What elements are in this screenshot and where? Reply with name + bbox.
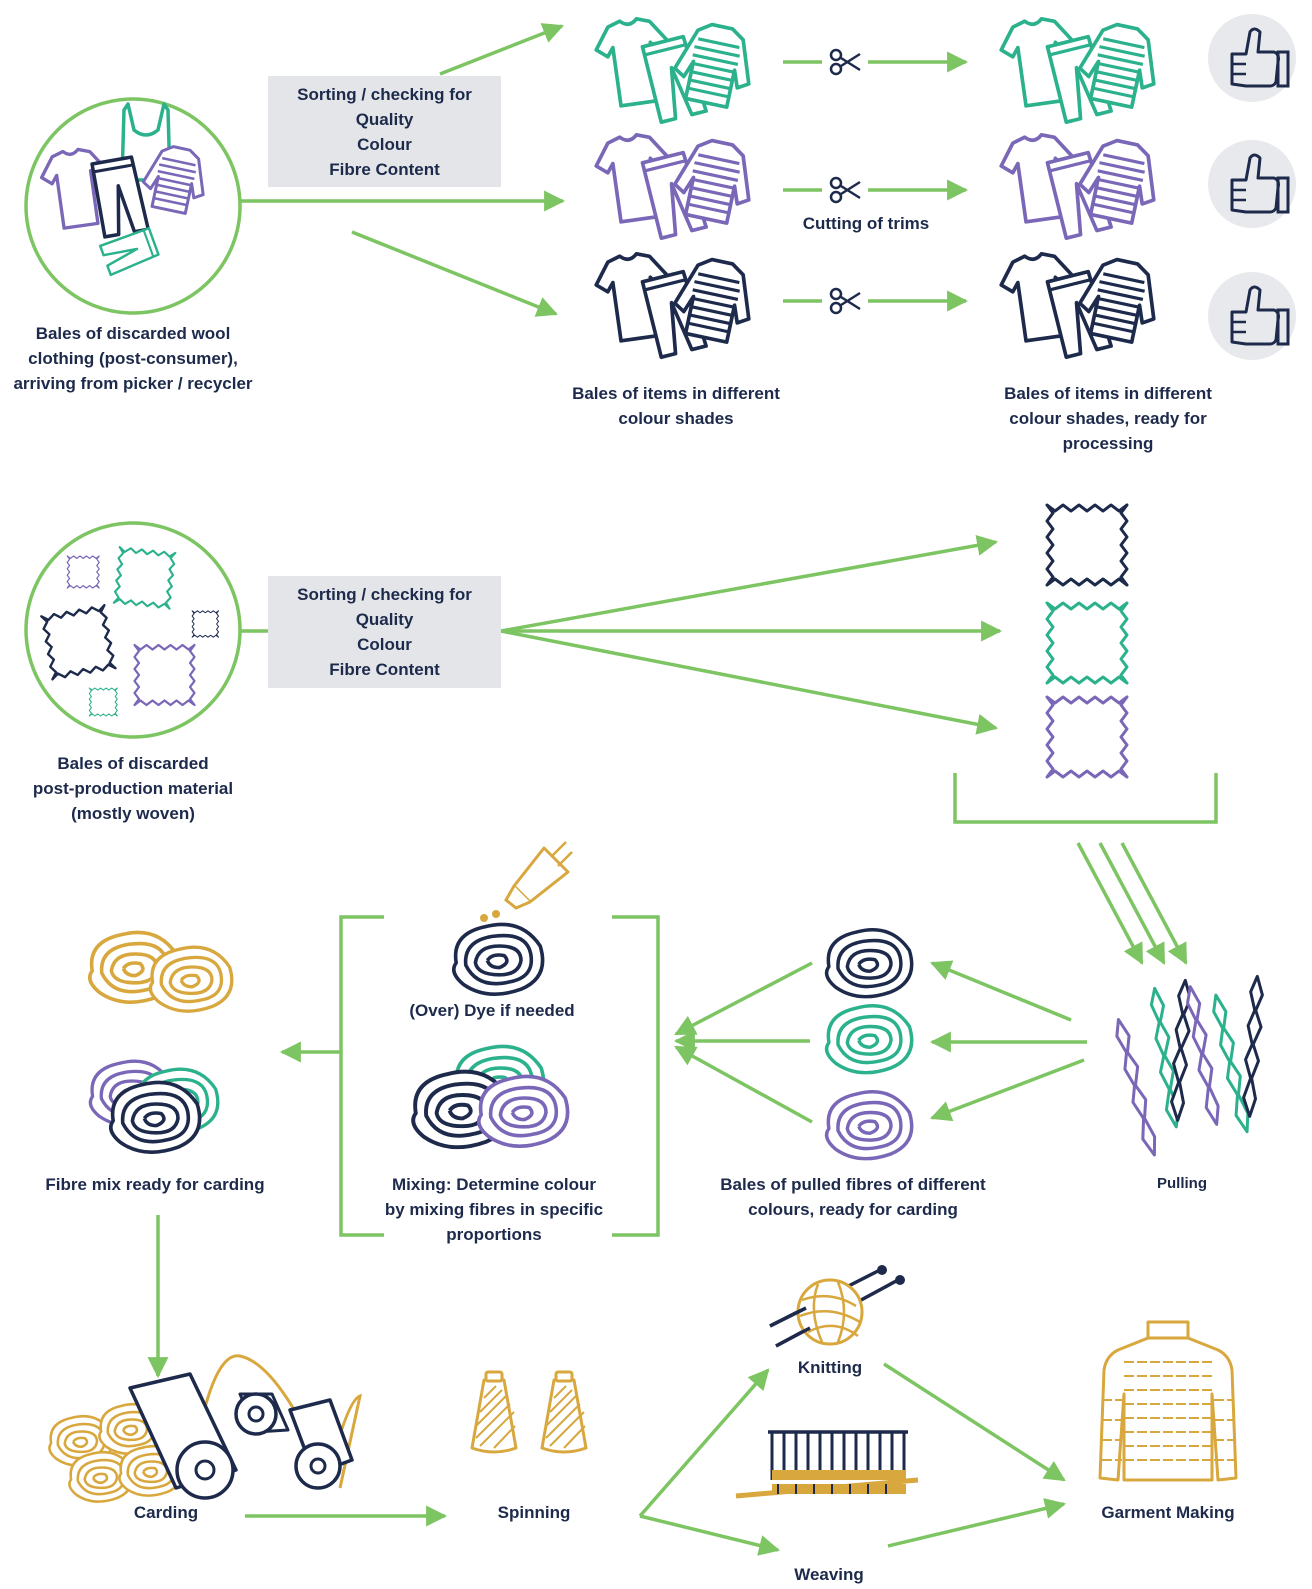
carding-label: Carding <box>133 1503 199 1522</box>
fibre-mix-icon <box>88 1059 220 1154</box>
fibre-ball-icon <box>451 922 545 997</box>
fibre-mix-icon <box>411 1044 570 1150</box>
sort-box-line: Fibre Content <box>329 660 440 679</box>
fabric-swatch-icon <box>191 610 220 638</box>
fabric-swatch-icon <box>1045 695 1129 779</box>
weaving-label: Weaving <box>794 1565 864 1584</box>
thumbs-up-icon <box>1206 138 1298 230</box>
label-line: Bales of items in different <box>572 384 780 403</box>
label-line: colour shades, ready for <box>1009 409 1207 428</box>
label-line: colours, ready for carding <box>748 1200 958 1219</box>
cutting-trims-label: Cutting of trims <box>802 214 930 233</box>
yarn-cone-icon <box>470 1370 518 1454</box>
fibre-strand-icon <box>1112 974 1270 1160</box>
sort-box-line: Sorting / checking for <box>297 585 472 604</box>
dye-label: (Over) Dye if needed <box>409 1001 575 1020</box>
sort-box-line: Sorting / checking for <box>297 85 472 104</box>
sorting-box-postproduction: Sorting / checking for Quality Colour Fi… <box>268 576 501 688</box>
label-line: post-production material <box>32 779 234 798</box>
fabric-swatch-icon <box>1045 601 1129 685</box>
fibre-ball-icon <box>824 1090 914 1161</box>
postproduction-source-label: Bales of discarded post-production mater… <box>0 751 266 826</box>
sorting-box-postconsumer: Sorting / checking for Quality Colour Fi… <box>268 76 501 187</box>
fabric-swatch-icon <box>1045 503 1129 587</box>
ready-for-processing-label: Bales of items in different colour shade… <box>976 381 1240 456</box>
knitting-label: Knitting <box>797 1358 863 1377</box>
yarn-cone-icon <box>540 1370 588 1454</box>
fibre-ball-icon <box>824 1004 914 1075</box>
shades-label: Bales of items in different colour shade… <box>546 381 806 431</box>
clothes-group-purple-ready <box>998 131 1165 238</box>
dye-mix-bracket <box>339 915 660 1237</box>
label-line: by mixing fibres in specific <box>384 1200 604 1219</box>
fabric-swatch-icon <box>40 604 117 681</box>
jumper-icon <box>1098 1320 1238 1482</box>
clothes-group-navy <box>593 250 760 357</box>
label-line: Bales of pulled fibres of different <box>720 1175 986 1194</box>
garment-making-label: Garment Making <box>1101 1503 1235 1522</box>
fibre-ball-icon <box>824 928 914 999</box>
label-line: Mixing: Determine colour <box>391 1175 597 1194</box>
fabric-swatch-icon <box>88 687 118 717</box>
spinning-label: Spinning <box>497 1503 571 1522</box>
scissors-icon <box>822 174 868 206</box>
yarn-ball-needles-icon <box>769 1265 905 1348</box>
sort-box-line: Quality <box>355 110 414 129</box>
fabric-swatch-icon <box>66 555 100 589</box>
sort-box-line: Colour <box>357 135 412 154</box>
carding-roller-icon <box>48 1354 363 1503</box>
scissors-icon <box>822 285 868 317</box>
collection-bracket <box>953 773 1218 824</box>
label-line: Bales of discarded <box>57 754 209 773</box>
pulling-label: Pulling <box>1157 1175 1207 1192</box>
fibre-mix-label: Fibre mix ready for carding <box>45 1175 265 1194</box>
clothes-group-purple <box>593 131 760 238</box>
sort-box-line: Fibre Content <box>329 160 440 179</box>
clothes-group-navy-ready <box>998 250 1165 357</box>
sort-box-line: Colour <box>357 635 412 654</box>
pulled-fibres-label: Bales of pulled fibres of different colo… <box>700 1172 1006 1222</box>
label-line: processing <box>1062 434 1154 453</box>
label-line: clothing (post-consumer), <box>28 349 238 368</box>
thumbs-up-icon <box>1206 12 1298 104</box>
fabric-swatch-icon <box>133 643 196 707</box>
clothes-group-teal <box>593 15 760 122</box>
label-line: colour shades <box>618 409 734 428</box>
clothes-group-teal-ready <box>998 15 1165 122</box>
sort-box-line: Quality <box>355 610 414 629</box>
label-line: Bales of items in different <box>1004 384 1212 403</box>
mixing-label: Mixing: Determine colour by mixing fibre… <box>366 1172 622 1247</box>
fibre-ball-icon <box>87 930 234 1013</box>
fabric-swatch-icon <box>112 546 177 610</box>
label-line: proportions <box>446 1225 542 1244</box>
scissors-icon <box>822 46 868 78</box>
loom-icon <box>735 1430 919 1499</box>
label-line: arriving from picker / recycler <box>13 374 253 393</box>
label-line: Bales of discarded wool <box>35 324 231 343</box>
thumbs-up-icon <box>1206 270 1298 362</box>
postconsumer-source-label: Bales of discarded wool clothing (post-c… <box>0 321 266 396</box>
label-line: (mostly woven) <box>71 804 195 823</box>
